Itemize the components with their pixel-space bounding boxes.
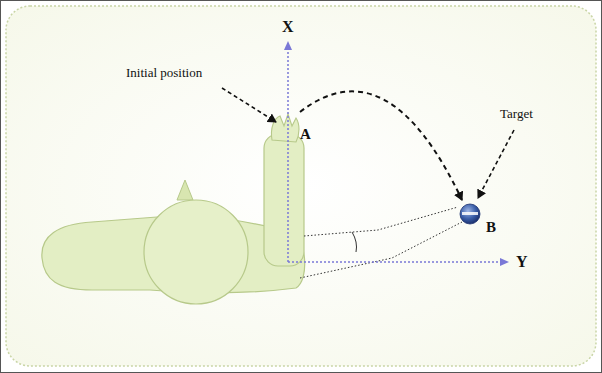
axis-label: Y bbox=[516, 253, 528, 271]
point-label: B bbox=[486, 219, 496, 236]
angle-arc bbox=[352, 232, 357, 252]
point-label: A bbox=[300, 126, 311, 143]
y-axis bbox=[288, 261, 508, 263]
final-arm-outline bbox=[304, 207, 458, 236]
rounded-panel bbox=[6, 6, 596, 366]
motion-arc bbox=[300, 91, 462, 200]
hand bbox=[271, 114, 299, 142]
target-stripe bbox=[462, 212, 478, 215]
nose-symbol bbox=[177, 180, 193, 200]
leader-arrow bbox=[478, 130, 514, 198]
x-axis bbox=[287, 42, 289, 262]
final-arm-outline bbox=[300, 222, 462, 278]
head-circle bbox=[144, 200, 248, 304]
axis-label: X bbox=[282, 18, 294, 36]
raised-arm bbox=[264, 134, 304, 266]
target-ball bbox=[460, 204, 480, 224]
callout-text: Target bbox=[500, 107, 533, 122]
leader-arrow bbox=[222, 88, 276, 122]
callout-text: Initial position bbox=[126, 66, 202, 81]
